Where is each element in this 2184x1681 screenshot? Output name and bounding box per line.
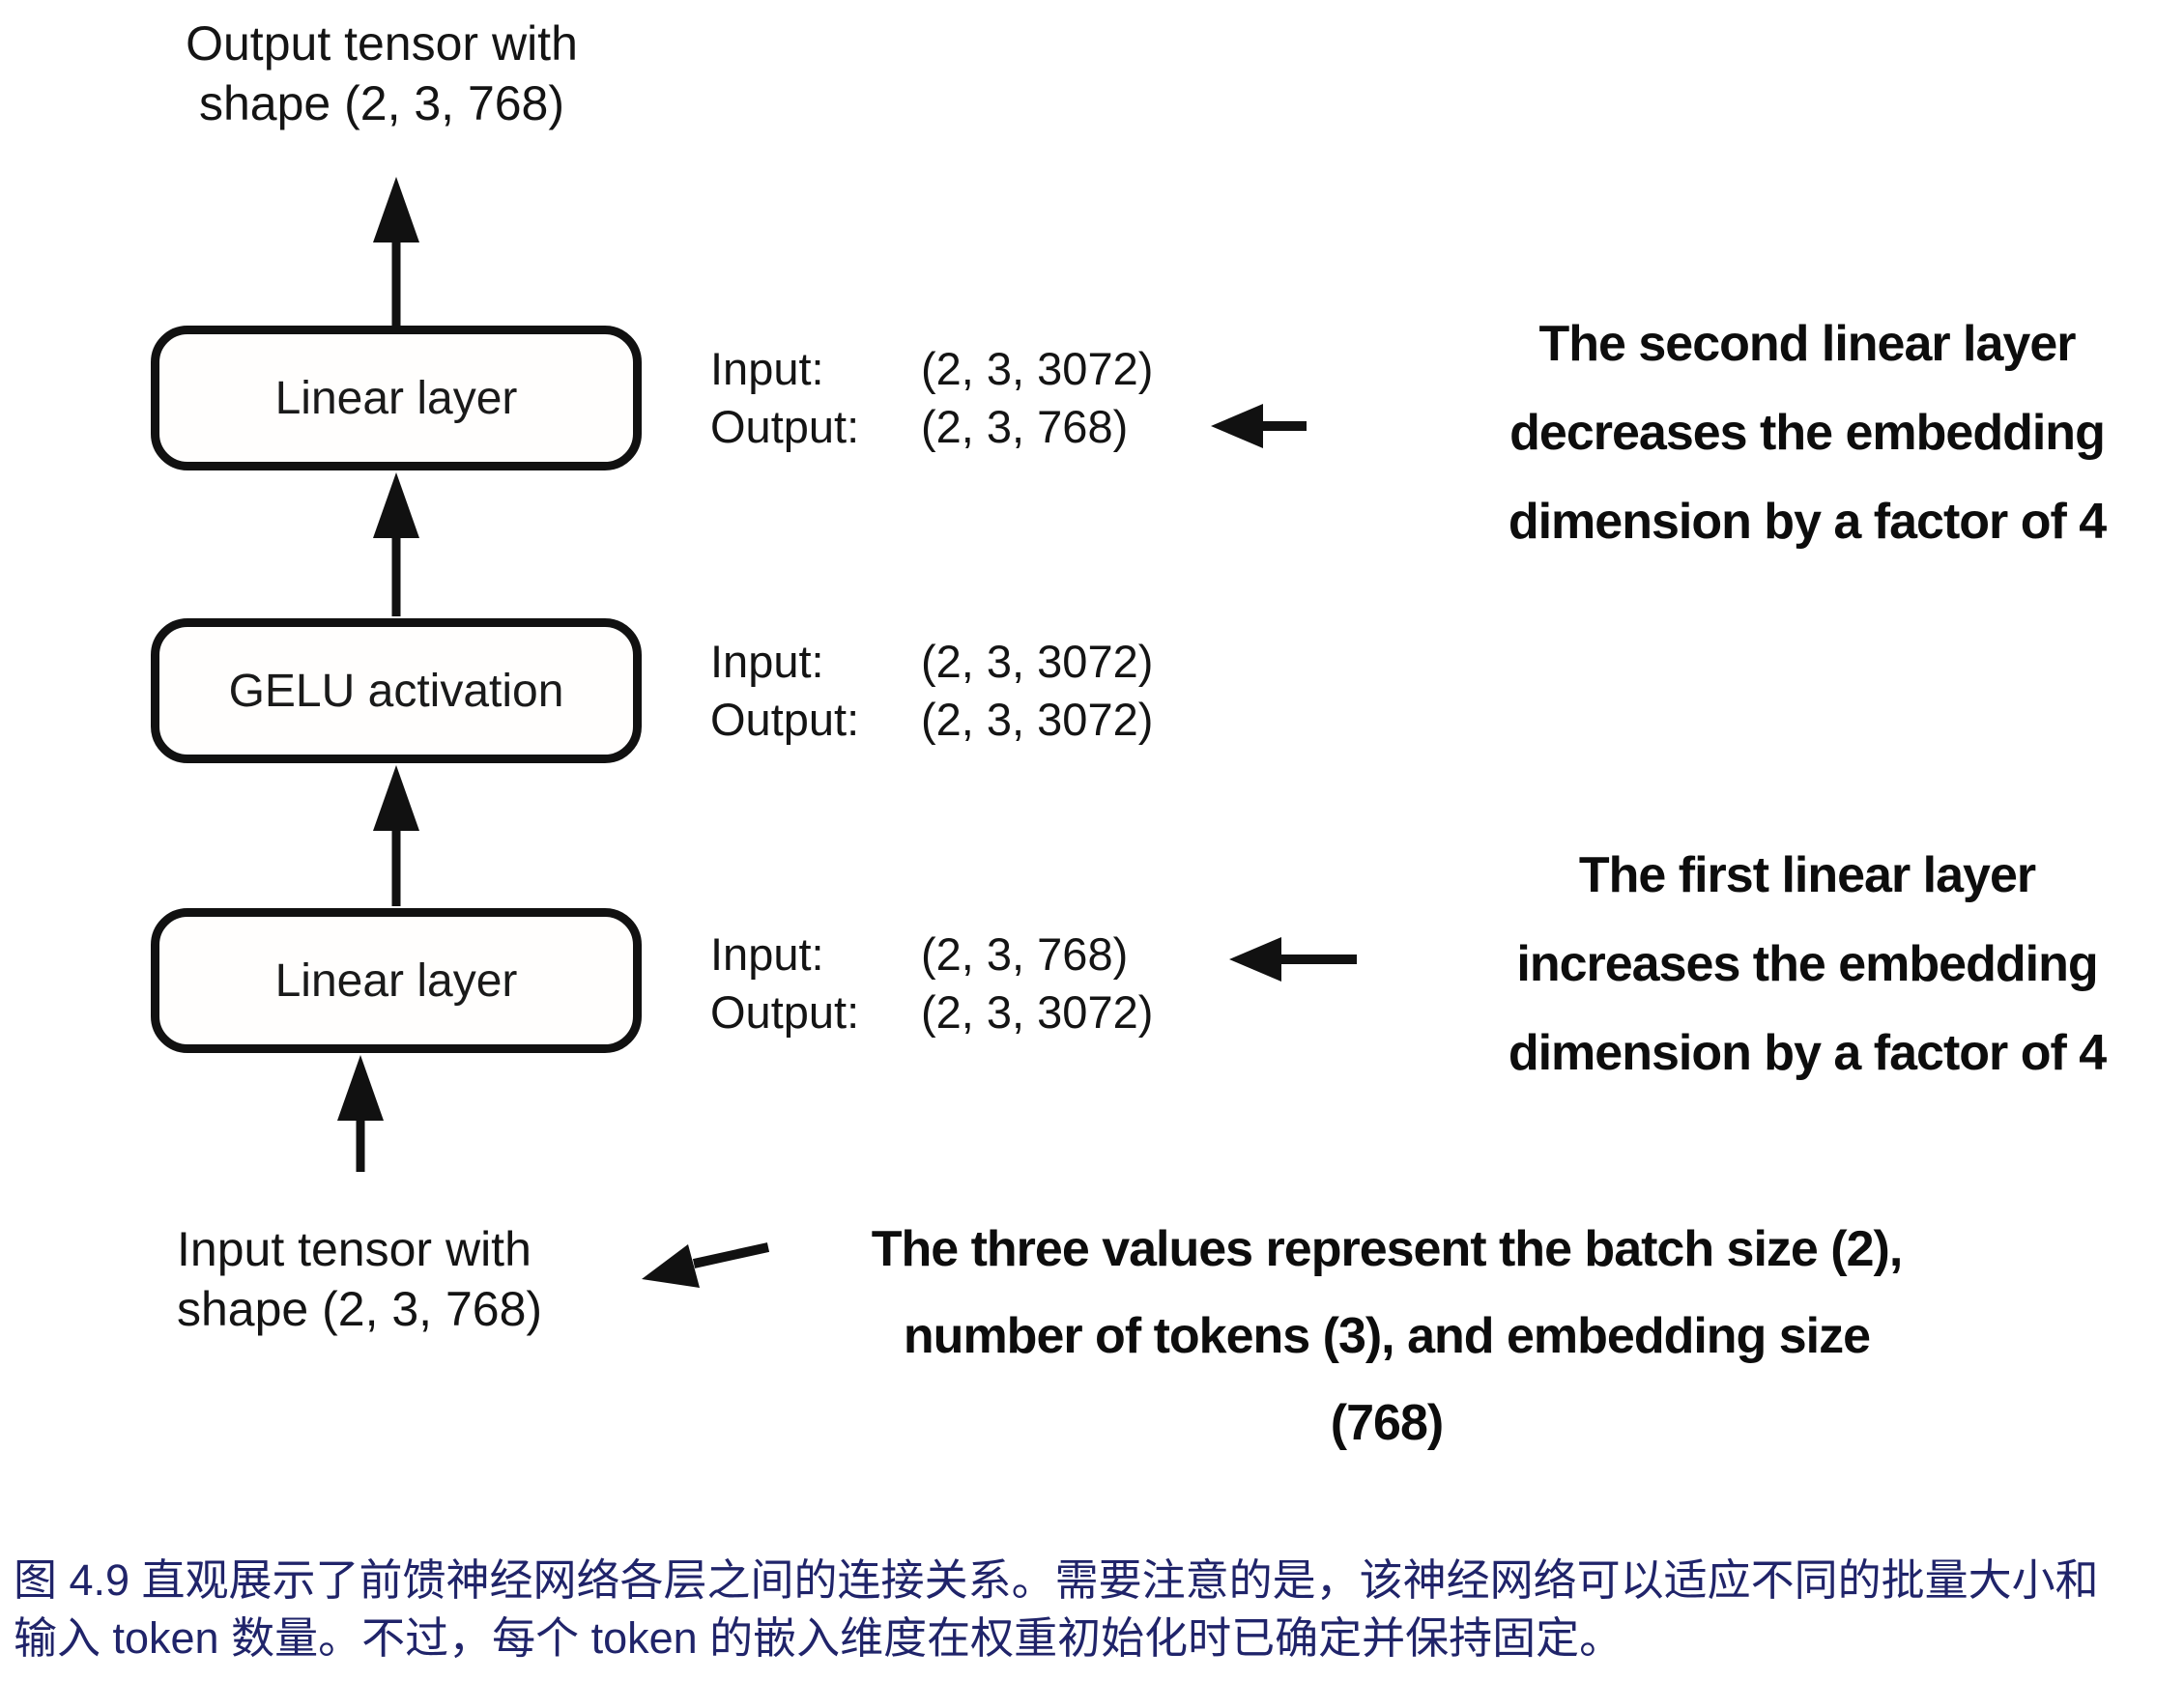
node-linear-layer-1: Linear layer: [151, 908, 642, 1053]
io-input-label: Input:: [710, 636, 824, 687]
node-gelu-activation-label: GELU activation: [228, 665, 564, 717]
io-output-value: (2, 3, 3072): [921, 986, 1154, 1038]
output-tensor-label-line2: shape (2, 3, 768): [198, 76, 565, 130]
node-linear-layer-2: Linear layer: [151, 326, 642, 470]
io-output-value: (2, 3, 768): [921, 401, 1129, 452]
io-row-output: Output: (2, 3, 3072): [710, 691, 1153, 749]
io-block-linear1: Input: (2, 3, 768) Output: (2, 3, 3072): [710, 926, 1153, 1041]
io-row-output: Output: (2, 3, 768): [710, 398, 1153, 456]
io-input-value: (2, 3, 768): [921, 928, 1129, 980]
io-block-linear2: Input: (2, 3, 3072) Output: (2, 3, 768): [710, 340, 1153, 456]
up-arrow-linear1-to-gelu: [373, 765, 419, 906]
annotation-line: (768): [1330, 1395, 1444, 1451]
node-gelu-activation: GELU activation: [151, 618, 642, 763]
io-input-label: Input:: [710, 343, 824, 394]
up-arrow-to-output: [373, 177, 419, 326]
figure-caption-line1: 图 4.9 直观展示了前馈神经网络各层之间的连接关系。需要注意的是，该神经网络可…: [14, 1555, 2099, 1605]
io-output-label: Output:: [710, 986, 860, 1038]
annotation-line: dimension by a factor of 4: [1508, 1025, 2107, 1081]
annotation-line: The three values represent the batch siz…: [871, 1221, 1904, 1277]
io-output-label: Output:: [710, 401, 860, 452]
annotation-line: number of tokens (3), and embedding size: [903, 1308, 1871, 1364]
annotation-three-values: The three values represent the batch siz…: [802, 1206, 1971, 1467]
io-row-input: Input: (2, 3, 3072): [710, 340, 1153, 398]
output-tensor-label-line1: Output tensor with: [186, 16, 578, 71]
output-tensor-label: Output tensor with shape (2, 3, 768): [106, 14, 657, 133]
annotation-line: decreases the embedding: [1509, 405, 2106, 461]
io-row-input: Input: (2, 3, 3072): [710, 633, 1153, 691]
io-input-value: (2, 3, 3072): [921, 636, 1154, 687]
annotation-second-linear-layer: The second linear layer decreases the em…: [1440, 299, 2174, 566]
annotation-line: increases the embedding: [1516, 936, 2098, 992]
node-linear-layer-1-label: Linear layer: [274, 954, 518, 1007]
up-arrow-gelu-to-linear2: [373, 472, 419, 616]
io-row-input: Input: (2, 3, 768): [710, 926, 1153, 983]
figure-caption: 图 4.9 直观展示了前馈神经网络各层之间的连接关系。需要注意的是，该神经网络可…: [14, 1552, 2099, 1667]
annotation-first-linear-layer: The first linear layer increases the emb…: [1440, 831, 2174, 1097]
up-arrow-input-to-linear1: [337, 1055, 384, 1172]
annotation-line: The second linear layer: [1538, 316, 2076, 372]
left-arrow-annotation-second: [1211, 404, 1307, 448]
io-output-label: Output:: [710, 694, 860, 745]
node-linear-layer-2-label: Linear layer: [274, 372, 518, 424]
diagonal-arrow-annotation-input: [642, 1242, 770, 1288]
io-row-output: Output: (2, 3, 3072): [710, 983, 1153, 1041]
input-tensor-label-line2: shape (2, 3, 768): [177, 1282, 543, 1336]
left-arrow-annotation-first: [1229, 937, 1357, 982]
annotation-line: dimension by a factor of 4: [1508, 494, 2107, 550]
input-tensor-label-line1: Input tensor with: [177, 1222, 532, 1276]
annotation-line: The first linear layer: [1578, 847, 2036, 903]
io-input-label: Input:: [710, 928, 824, 980]
io-block-gelu: Input: (2, 3, 3072) Output: (2, 3, 3072): [710, 633, 1153, 749]
figure-caption-line2: 输入 token 数量。不过，每个 token 的嵌入维度在权重初始化时已确定并…: [14, 1613, 1624, 1663]
io-output-value: (2, 3, 3072): [921, 694, 1154, 745]
input-tensor-label: Input tensor with shape (2, 3, 768): [177, 1219, 718, 1339]
io-input-value: (2, 3, 3072): [921, 343, 1154, 394]
